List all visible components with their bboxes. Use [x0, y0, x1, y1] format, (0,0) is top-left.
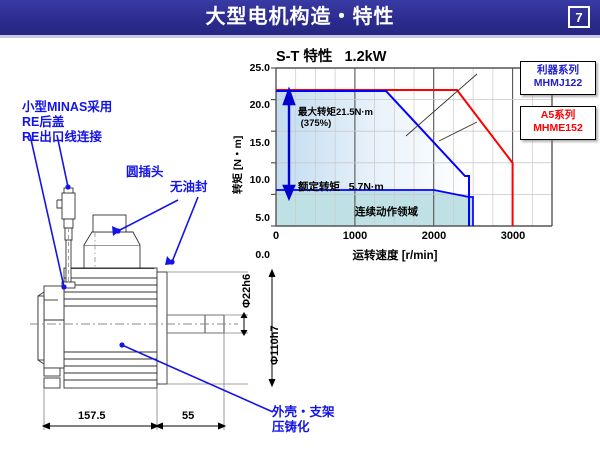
- chart-gridlines-y: [276, 99, 552, 195]
- chart-ytick-15: 15.0: [249, 137, 270, 149]
- annotation-leaders: [29, 134, 274, 413]
- chart-xtick-3000: 3000: [500, 230, 526, 242]
- annotation-no-oil-seal: 无油封: [170, 180, 208, 194]
- chart-ytick-5: 5.0: [255, 212, 270, 224]
- dimension-lines: [43, 271, 248, 430]
- chart-title: S-T 特性 1.2kW: [276, 49, 387, 65]
- annotation-arrowheads: [112, 226, 174, 265]
- series-mhmj122-rated-curve: [276, 189, 474, 226]
- max-torque-arrow: [282, 86, 296, 202]
- chart-xtick-1000: 1000: [342, 230, 368, 242]
- legend-mhmj122-model: MHMJ122: [533, 77, 583, 89]
- dimension-shaft-diameter: Φ22h6: [241, 273, 253, 308]
- series-mhmj122-peak-curve: [276, 90, 470, 226]
- legend-mhmj122-series: 利器系列: [537, 64, 579, 76]
- dimension-shaft-length: 55: [182, 410, 195, 422]
- slide-header: 大型电机构造・特性 7: [0, 0, 600, 38]
- legend-item-mhme152[interactable]: A5系列 MHME152: [520, 106, 596, 140]
- motor-outline: [30, 187, 238, 389]
- dimension-arrows: [41, 268, 276, 430]
- legend-item-mhmj122[interactable]: 利器系列 MHMJ122: [520, 61, 596, 95]
- st-characteristic-chart: S-T 特性 1.2kW 转矩 [N・m] 运转速度 [r/min] 25.0 …: [232, 44, 600, 270]
- legend-mhme152-series: A5系列: [540, 109, 576, 121]
- annotation-round-plug: 圆插头: [126, 165, 164, 179]
- chart-plot: [271, 67, 553, 227]
- chart-xtick-0: 0: [272, 230, 280, 242]
- chart-annotation-rated-torque: 额定转矩 5.7N·m: [298, 181, 384, 193]
- dimension-flange-diameter: Φ110h7: [269, 325, 281, 365]
- dimension-body-length: 157.5: [78, 410, 106, 422]
- chart-x-axis-label: 运转速度 [r/min]: [352, 250, 438, 262]
- peak-torque-fill: [276, 91, 469, 191]
- chart-ytick-0: 0.0: [255, 249, 270, 261]
- annotation-housing-bracket: 外壳・支架 压铸化: [272, 405, 335, 434]
- page-title: 大型电机构造・特性: [205, 6, 395, 28]
- chart-annotation-continuous-region: 连续动作领域: [355, 206, 418, 218]
- chart-annotation-max-torque: 最大转矩21.5N·m (375%): [298, 107, 373, 129]
- header-background: [0, 0, 600, 35]
- chart-ytick-10: 10.0: [249, 174, 270, 186]
- legend-mhme152-model: MHME152: [533, 122, 583, 134]
- chart-ytick-marks: [271, 67, 276, 227]
- legend-leader-lines: [405, 73, 478, 142]
- chart-xtick-2000: 2000: [421, 230, 447, 242]
- annotation-minas-cover: 小型MINAS采用 RE后盖 RE出口线连接: [22, 100, 113, 144]
- chart-ytick-20: 20.0: [249, 99, 270, 111]
- page-number-badge: 7: [568, 6, 590, 28]
- chart-ytick-25: 25.0: [249, 62, 270, 74]
